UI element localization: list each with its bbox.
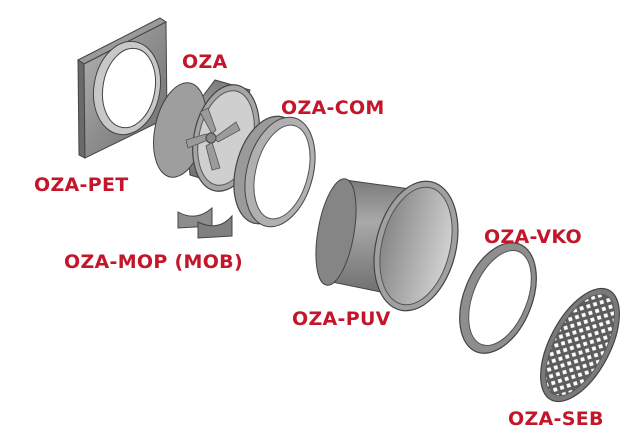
part-pet-plate: [77, 17, 168, 159]
part-seb-grille: [540, 287, 620, 403]
part-puv-duct: [315, 178, 459, 312]
label-oza-mop: OZA-MOP (MOB): [64, 251, 243, 273]
part-vko-ring: [459, 242, 537, 354]
label-oza-com: OZA-COM: [281, 97, 385, 119]
label-oza-pet: OZA-PET: [34, 174, 129, 196]
label-oza-puv: OZA-PUV: [292, 308, 391, 330]
label-oza-seb: OZA-SEB: [508, 408, 604, 430]
label-oza-vko: OZA-VKO: [484, 226, 582, 248]
label-oza: OZA: [182, 51, 228, 73]
part-com-ring: [233, 115, 316, 228]
part-mop-brackets: [177, 206, 233, 239]
